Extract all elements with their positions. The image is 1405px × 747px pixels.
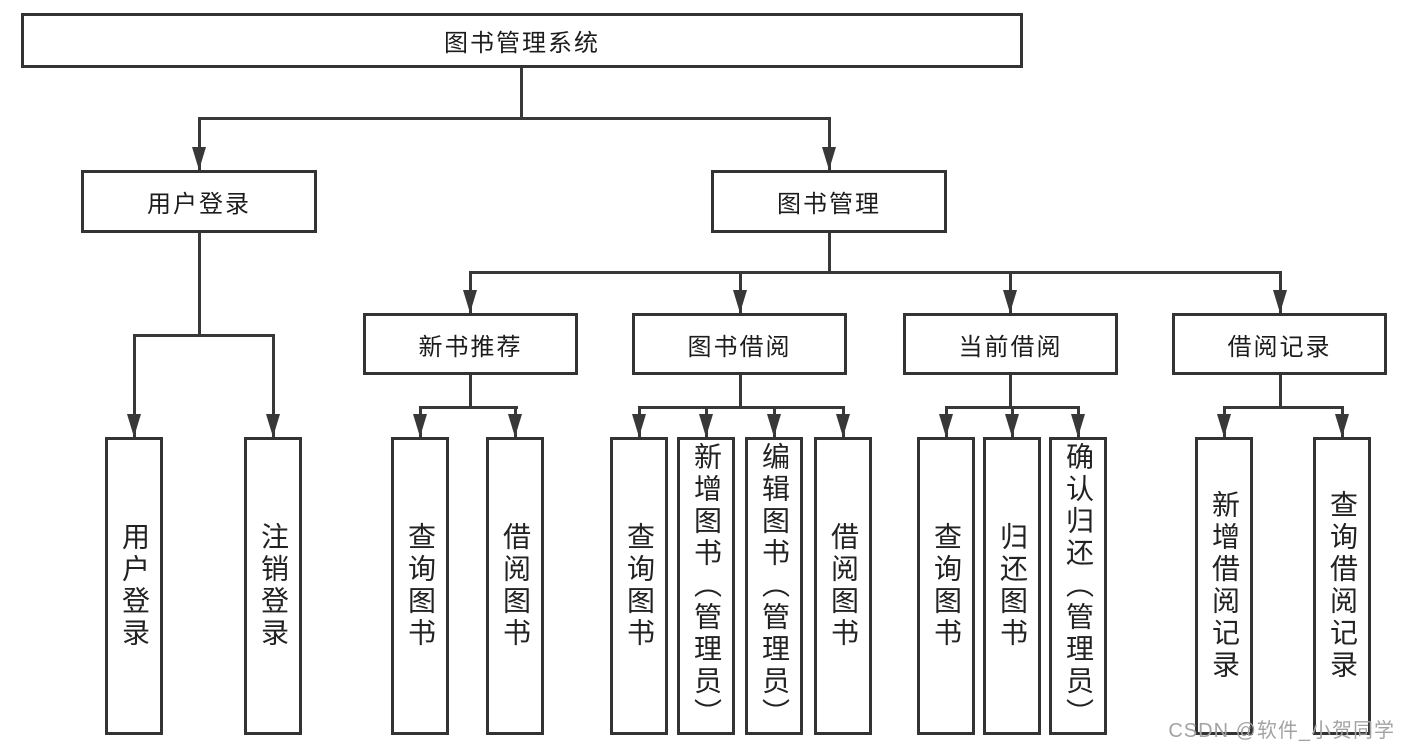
- node-root-label: 图书管理系统: [444, 30, 600, 57]
- arrow-down-icon: [192, 147, 206, 170]
- connector-book-borrow-split: [638, 406, 845, 409]
- leaf-borrow-edit: 编辑图书（管理员）: [745, 437, 803, 735]
- leaf-current-query: 查询图书: [917, 437, 975, 735]
- connector-to-book-mgmt: [828, 117, 831, 170]
- leaf-current-return-label: 归还图书: [997, 522, 1028, 650]
- leaf-current-confirm-label: 确认归还（管理员）: [1063, 442, 1094, 730]
- arrow-down-icon: [733, 290, 747, 313]
- leaf-borrow-borrow-label: 借阅图书: [828, 522, 859, 650]
- node-borrow-record-label: 借阅记录: [1227, 333, 1332, 361]
- leaf-newbook-borrow: 借阅图书: [486, 437, 544, 735]
- connector-level2-split: [198, 117, 831, 120]
- leaf-borrow-add: 新增图书（管理员）: [677, 437, 735, 735]
- node-current-borrow: 当前借阅: [903, 313, 1118, 375]
- leaf-record-query-label: 查询借阅记录: [1327, 490, 1358, 682]
- leaf-record-add: 新增借阅记录: [1195, 437, 1253, 735]
- arrow-down-icon: [822, 147, 836, 170]
- connector-to-user-login: [198, 117, 201, 170]
- leaf-borrow-query-label: 查询图书: [624, 522, 655, 650]
- arrow-down-icon: [939, 414, 953, 437]
- leaf-newbook-query-label: 查询图书: [405, 522, 436, 650]
- arrow-down-icon: [632, 414, 646, 437]
- connector-new-book-split: [419, 406, 518, 409]
- leaf-user-login-label: 用户登录: [119, 522, 150, 650]
- node-book-mgmt: 图书管理: [711, 170, 947, 233]
- node-borrow-record: 借阅记录: [1172, 313, 1387, 375]
- arrow-down-icon: [836, 414, 850, 437]
- arrow-down-icon: [1335, 414, 1349, 437]
- leaf-current-confirm: 确认归还（管理员）: [1049, 437, 1107, 735]
- node-new-book: 新书推荐: [363, 313, 578, 375]
- connector-to-leaf-logout: [272, 334, 275, 437]
- arrow-down-icon: [508, 414, 522, 437]
- arrow-down-icon: [1005, 414, 1019, 437]
- node-book-borrow-label: 图书借阅: [687, 333, 792, 361]
- arrow-down-icon: [1071, 414, 1085, 437]
- arrow-down-icon: [699, 414, 713, 437]
- node-current-borrow-label: 当前借阅: [958, 333, 1063, 361]
- leaf-logout-label: 注销登录: [258, 522, 289, 650]
- connector-to-leaf-user-login: [133, 334, 136, 437]
- watermark: CSDN @软件_小贺同学: [1168, 720, 1395, 742]
- arrow-down-icon: [1217, 414, 1231, 437]
- leaf-logout: 注销登录: [244, 437, 302, 735]
- arrow-down-icon: [767, 414, 781, 437]
- node-book-mgmt-label: 图书管理: [777, 191, 881, 218]
- connector-book-mgmt-stem: [828, 233, 831, 272]
- leaf-user-login: 用户登录: [105, 437, 163, 735]
- leaf-borrow-add-label: 新增图书（管理员）: [691, 442, 722, 730]
- connector-current-borrow-stem: [1009, 375, 1012, 408]
- arrow-down-icon: [413, 414, 427, 437]
- arrow-down-icon: [1273, 290, 1287, 313]
- connector-book-borrow-stem: [739, 375, 742, 408]
- node-new-book-label: 新书推荐: [418, 333, 523, 361]
- leaf-borrow-edit-label: 编辑图书（管理员）: [759, 442, 790, 730]
- node-root: 图书管理系统: [21, 13, 1023, 68]
- arrow-down-icon: [463, 290, 477, 313]
- leaf-record-add-label: 新增借阅记录: [1209, 490, 1240, 682]
- node-user-login: 用户登录: [81, 170, 317, 233]
- arrow-down-icon: [127, 414, 141, 437]
- connector-level3-split: [469, 271, 1282, 274]
- leaf-borrow-query: 查询图书: [610, 437, 668, 735]
- connector-borrow-record-split: [1223, 406, 1344, 409]
- leaf-newbook-query: 查询图书: [391, 437, 449, 735]
- leaf-current-query-label: 查询图书: [931, 522, 962, 650]
- arrow-down-icon: [266, 414, 280, 437]
- leaf-record-query: 查询借阅记录: [1313, 437, 1371, 735]
- connector-root-stem: [520, 68, 523, 118]
- connector-borrow-record-stem: [1279, 375, 1282, 408]
- leaf-borrow-borrow: 借阅图书: [814, 437, 872, 735]
- connector-new-book-stem: [469, 375, 472, 408]
- connector-user-login-stem: [198, 233, 201, 336]
- connector-user-login-split: [133, 334, 275, 337]
- leaf-newbook-borrow-label: 借阅图书: [500, 522, 531, 650]
- arrow-down-icon: [1003, 290, 1017, 313]
- node-book-borrow: 图书借阅: [632, 313, 847, 375]
- leaf-current-return: 归还图书: [983, 437, 1041, 735]
- node-user-login-label: 用户登录: [147, 191, 251, 218]
